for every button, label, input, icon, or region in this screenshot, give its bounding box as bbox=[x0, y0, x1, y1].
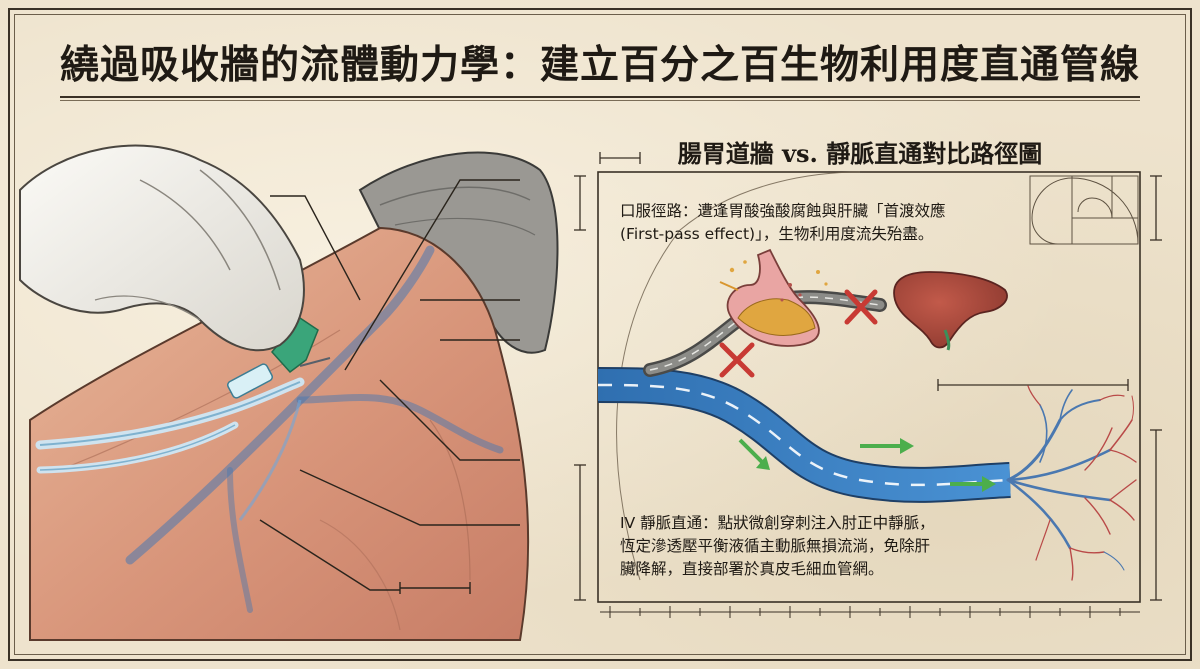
oral-route-line: (First-pass effect)」，生物利用度流失殆盡。 bbox=[620, 225, 934, 243]
green-arrow-icon bbox=[950, 476, 996, 492]
iv-route-line: 恆定滲透壓平衡液循主動脈無損流淌，免除肝 bbox=[620, 537, 931, 555]
golden-spiral-icon bbox=[1029, 175, 1139, 245]
stomach-icon bbox=[719, 248, 828, 347]
liver-icon bbox=[893, 271, 1008, 349]
green-arrow-icon bbox=[738, 438, 770, 470]
iv-route-line: IV 靜脈直通：點狀微創穿刺注入肘正中靜脈， bbox=[620, 514, 935, 532]
outer-border bbox=[8, 8, 1192, 661]
arm-vein-main bbox=[125, 245, 435, 565]
oral-route-description: 口服徑路：遭逢胃酸強酸腐蝕與肝臟「首渡效應 (First-pass effect… bbox=[620, 200, 1040, 246]
leader-lines bbox=[259, 179, 520, 591]
arm-vein-branch bbox=[296, 394, 504, 454]
left-scale-bar bbox=[399, 582, 471, 594]
gloved-hand bbox=[19, 144, 305, 352]
capillary-network bbox=[1006, 385, 1137, 581]
oral-route-line: 口服徑路：遭逢胃酸強酸腐蝕與肝臟「首渡效應 bbox=[620, 202, 946, 220]
title-underline bbox=[60, 96, 1140, 98]
diagram-title: 腸胃道牆 vs. 靜脈直通對比路徑圖 bbox=[677, 139, 1043, 168]
dimension-marks bbox=[574, 152, 1162, 601]
inner-border bbox=[14, 14, 1186, 655]
green-arrow-icon bbox=[860, 438, 914, 454]
arm-illustration bbox=[19, 144, 559, 641]
bottom-ruler bbox=[600, 606, 1140, 618]
red-x-icon bbox=[719, 342, 755, 378]
right-diagram bbox=[574, 152, 1162, 618]
main-title: 繞過吸收牆的流體動力學：建立百分之百生物利用度直通管線 bbox=[59, 42, 1140, 88]
iv-route-line: 臟降解，直接部署於真皮毛細血管網。 bbox=[620, 560, 884, 578]
red-x-icon bbox=[844, 289, 878, 325]
title-underline-thin bbox=[60, 100, 1140, 101]
iv-route-description: IV 靜脈直通：點狀微創穿刺注入肘正中靜脈， 恆定滲透壓平衡液循主動脈無損流淌，… bbox=[620, 512, 1010, 581]
catheter-hub bbox=[227, 363, 273, 399]
